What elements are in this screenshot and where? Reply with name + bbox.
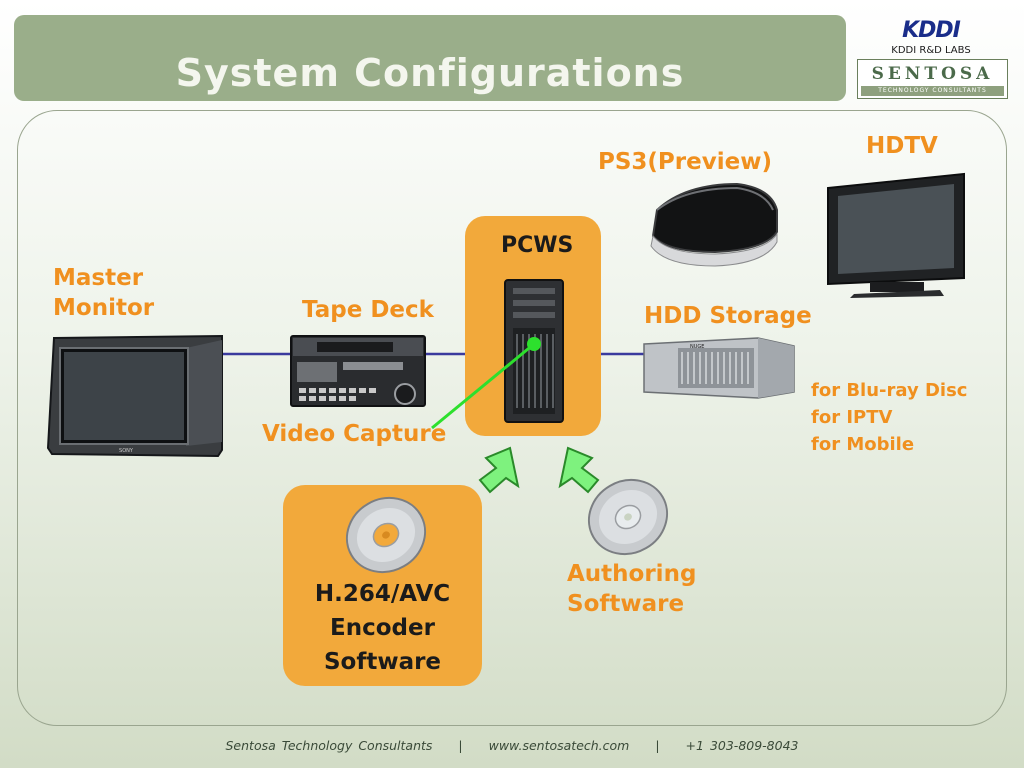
- encoder-box: H.264/AVC Encoder Software: [283, 485, 482, 686]
- diagram-panel: [17, 110, 1007, 726]
- hdd-storage-icon: NUGE: [643, 337, 795, 399]
- sentosa-logo: SENTOSA TECHNOLOGY CONSULTANTS: [857, 59, 1008, 99]
- footer-phone: +1 303-809-8043: [685, 738, 799, 753]
- authoring-arrow-icon: [558, 446, 600, 494]
- encoder-disc-icon: [345, 496, 427, 574]
- logo-area: KDDI KDDI R&D LABS SENTOSA TECHNOLOGY CO…: [852, 12, 1012, 102]
- kddi-labs-text: KDDI R&D LABS: [891, 45, 971, 56]
- footer: Sentosa Technology Consultants | www.sen…: [0, 738, 1024, 753]
- master-monitor-icon: SONY: [46, 334, 223, 458]
- authoring-software-label: Authoring Software: [567, 561, 697, 617]
- hdtv-label: HDTV: [866, 133, 938, 159]
- hdtv-icon: [827, 172, 965, 298]
- footer-website: www.sentosatech.com: [488, 738, 630, 753]
- footer-separator: |: [458, 738, 463, 753]
- ps3-label: PS3(Preview): [598, 149, 772, 175]
- sentosa-name: SENTOSA: [871, 64, 994, 84]
- video-capture-connector: [431, 337, 541, 430]
- footer-company: Sentosa Technology Consultants: [225, 738, 433, 753]
- hdd-use-item: for Mobile: [811, 434, 915, 455]
- hdd-use-item: for Blu-ray Disc: [811, 380, 968, 401]
- encoder-label: H.264/AVC Encoder Software: [314, 581, 451, 675]
- encoder-arrow-icon: [478, 446, 520, 494]
- monitor-brand: SONY: [119, 448, 134, 454]
- tape-deck-icon: [290, 335, 426, 407]
- sentosa-tagline: TECHNOLOGY CONSULTANTS: [861, 86, 1004, 96]
- pcws-label: PCWS: [501, 233, 574, 258]
- footer-separator: |: [655, 738, 660, 753]
- page-title: System Configurations: [175, 51, 685, 95]
- authoring-disc-icon: [587, 478, 669, 556]
- title-bar: System Configurations: [14, 15, 846, 101]
- hdd-use-item: for IPTV: [811, 407, 893, 428]
- video-capture-label: Video Capture: [262, 421, 447, 447]
- hdd-uses-list: for Blu-ray Disc for IPTV for Mobile: [811, 377, 967, 458]
- hdd-storage-label: HDD Storage: [644, 303, 812, 329]
- hdd-brand: NUGE: [690, 344, 704, 350]
- tape-deck-label: Tape Deck: [302, 297, 434, 323]
- ps3-icon: [650, 182, 778, 267]
- master-monitor-label: Master Monitor: [53, 265, 155, 321]
- kddi-logo: KDDI: [902, 18, 961, 43]
